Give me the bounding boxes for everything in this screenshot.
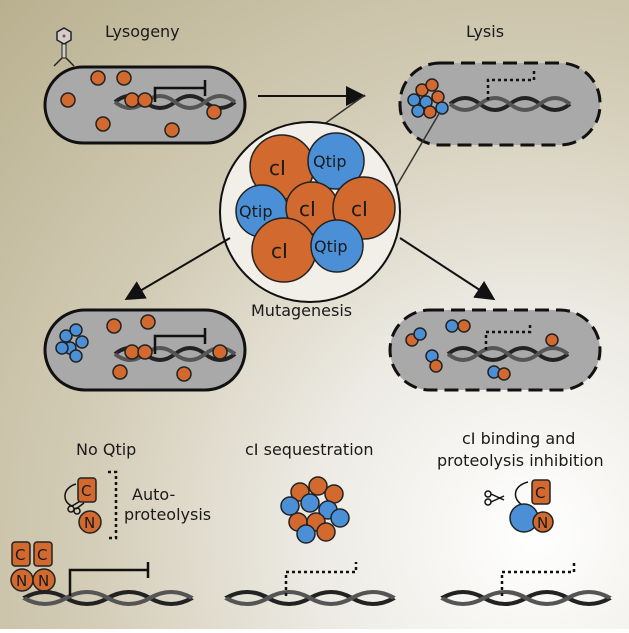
no-qtip-panel: No Qtip C N Auto- proteolysis C C N N [10, 440, 211, 604]
n-domain [532, 511, 554, 533]
c-domain [77, 477, 97, 503]
binding-panel: cI binding and proteolysis inhibition C … [437, 429, 610, 604]
transition-arrow [124, 237, 231, 301]
c-domain-label: C [81, 482, 91, 500]
lysis-cell [398, 61, 602, 147]
binding-label: proteolysis inhibition [437, 451, 604, 470]
auto-proteolysis-label: proteolysis [124, 505, 211, 524]
auto-proteolysis-label: Auto- [132, 485, 175, 504]
lysogeny-mutant-cell [43, 308, 247, 392]
lysis-mutant-cell [388, 308, 602, 392]
lysogeny-cell [43, 65, 247, 145]
qtip-label: Qtip [313, 152, 346, 171]
n-domain-label: N [38, 572, 49, 590]
sequestration-label: cI sequestration [245, 440, 374, 459]
n-domain-label: N [16, 572, 27, 590]
n-domain [78, 510, 102, 534]
ci-label: cI [299, 197, 316, 221]
mutagenesis-circle: cI Qtip Qtip cI cI cI Qtip [219, 121, 401, 303]
scissors-icon [484, 481, 529, 507]
c-domain-label: C [15, 546, 25, 564]
ci-qtip-cluster [407, 78, 449, 119]
lysogeny-label: Lysogeny [105, 22, 180, 41]
binding-label: cI binding and [462, 429, 575, 448]
n-domain-label: N [84, 514, 95, 532]
ci-label: cI [351, 197, 368, 221]
no-qtip-label: No Qtip [76, 440, 136, 459]
qtip-label: Qtip [314, 237, 347, 256]
ci-dimer [10, 541, 56, 592]
scissors-icon [64, 483, 85, 515]
qtip-label: Qtip [239, 202, 272, 221]
phage-icon [53, 27, 75, 67]
ci-label: cI [271, 239, 288, 263]
c-domain-label: C [535, 484, 545, 502]
mutagenesis-label: Mutagenesis [251, 301, 352, 320]
c-domain-label: C [37, 546, 47, 564]
ci-dot [60, 70, 222, 138]
ci-label: cI [269, 156, 286, 180]
transition-arrow [399, 237, 496, 301]
ci-qtip-complex [280, 476, 350, 544]
n-domain-label: N [537, 514, 548, 532]
c-domain [531, 479, 551, 505]
lysis-label: Lysis [466, 22, 504, 41]
sequestration-panel: cI sequestration [226, 440, 394, 604]
